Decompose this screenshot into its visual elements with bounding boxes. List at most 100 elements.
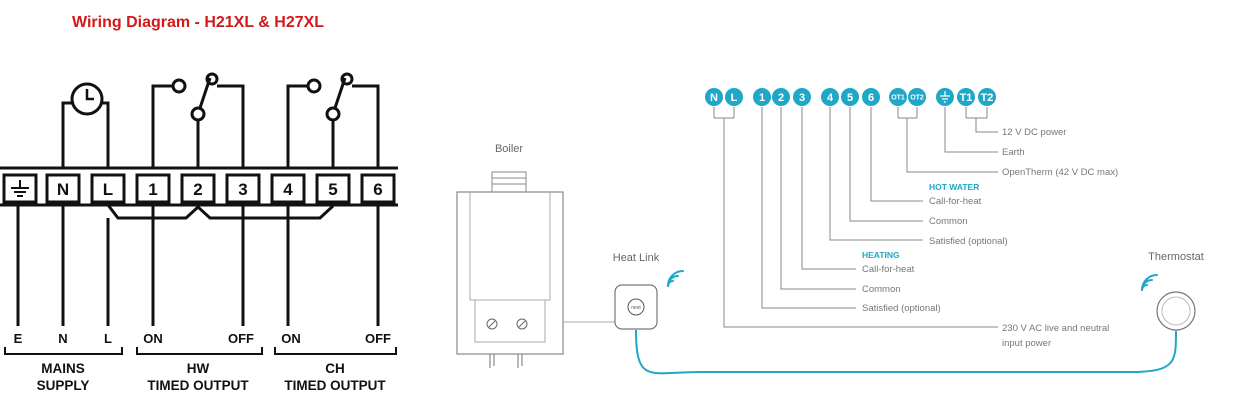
group-labels: MAINS SUPPLY HW TIMED OUTPUT CH TIMED OU… [37,361,387,393]
leader-1 [761,107,856,309]
wire-label-e: E [14,331,23,346]
terminal-2 [180,173,216,204]
wifi-icon [667,270,684,287]
section-heating: HEATING [862,250,900,260]
group-label-hw-timed: TIMED OUTPUT [147,378,249,393]
badge-5 [841,88,859,106]
badge-earth [936,88,954,106]
svg-text:3: 3 [799,92,805,104]
leader-lines [713,107,998,328]
terminal-6 [360,173,396,204]
leader-6 [870,107,923,202]
boiler-flue [491,171,527,193]
ch-contact-off [340,72,354,86]
leader-earth [944,107,998,153]
ch-contact-on [306,78,322,94]
thermostat-display [1161,296,1191,326]
clock-hands [85,89,94,101]
timeswitch-diagram [0,72,398,355]
clock-icon [70,82,104,116]
mains-bracket [4,347,123,355]
terminal-n [45,173,81,204]
leader-ot [897,107,998,173]
clock-wire-n [61,101,74,168]
terminal-labels: N L 1 2 3 4 5 6 [57,180,383,199]
heat-link-label: Heat Link [613,252,660,264]
wire-label-l: L [104,331,112,346]
hw-off-wire [217,84,245,168]
terminal-label-n: N [57,180,69,199]
wire-end-labels: E N L ON OFF ON OFF [14,331,391,346]
label-dc-power: 12 V DC power [1002,127,1066,138]
terminal-earth [2,173,38,204]
label-ht-common: Common [862,284,901,295]
svg-text:4: 4 [827,92,834,104]
heat-link: Heat Link nest [613,252,684,330]
hw-contact-off [205,72,219,86]
page-title: Wiring Diagram - H21XL & H27XL [72,14,324,31]
section-hot-water: HOT WATER [929,182,979,192]
ch-bracket [274,347,397,355]
label-hw-satisfied: Satisfied (optional) [929,236,1008,247]
ch-common-pivot [325,106,341,122]
boiler-panel [474,299,546,343]
badge-n [705,88,723,106]
thermostat-label: Thermostat [1148,251,1204,263]
terminal-label-2: 2 [193,180,202,199]
leader-5 [849,107,923,222]
thermostat-cable [635,329,1177,375]
leader-4 [829,107,923,241]
terminal-descriptions: 12 V DC power Earth OpenTherm (42 V DC m… [862,127,1118,349]
svg-text:OT1: OT1 [891,95,905,102]
badge-3 [793,88,811,106]
label-ht-satisfied: Satisfied (optional) [862,303,941,314]
terminal-label-3: 3 [238,180,247,199]
svg-text:5: 5 [847,92,853,104]
group-label-mains: MAINS [41,361,85,376]
wifi-icon-thermostat [1141,274,1158,291]
svg-text:N: N [710,92,718,104]
group-label-ch: CH [325,361,345,376]
hw-bracket [136,347,263,355]
label-earth: Earth [1002,147,1025,158]
label-ht-call: Call-for-heat [862,264,915,275]
badge-6 [862,88,880,106]
svg-text:OT2: OT2 [910,95,924,102]
group-label-ch-timed: TIMED OUTPUT [284,378,386,393]
badge-ot1 [889,88,907,106]
svg-text:6: 6 [868,92,874,104]
badge-t1 [957,88,975,106]
boiler-pipes [489,354,523,368]
wire-label-hw-off: OFF [228,331,254,346]
earth-badge-icon [940,91,950,103]
leader-nl [713,107,998,328]
group-label-hw: HW [187,361,210,376]
earth-icon [11,180,29,197]
badge-t2 [978,88,996,106]
label-ac-power-2: input power [1002,338,1051,349]
group-label-supply: SUPPLY [37,378,90,393]
terminal-label-4: 4 [283,180,293,199]
hw-common-pivot [190,106,206,122]
clock-wire-l [100,101,110,168]
leader-2 [780,107,856,290]
badge-4 [821,88,839,106]
badge-1 [753,88,771,106]
hw-on-wire [151,84,172,168]
label-hw-call: Call-for-heat [929,196,982,207]
ch-on-wire [286,84,307,168]
boiler: Boiler [456,143,615,368]
terminal-label-6: 6 [373,180,382,199]
terminal-l [90,173,126,204]
ch-off-wire [352,84,380,168]
terminal-3 [225,173,261,204]
svg-text:2: 2 [778,92,784,104]
wire-label-n: N [58,331,67,346]
boiler-label: Boiler [495,143,523,155]
svg-text:1: 1 [759,92,765,104]
thermostat: Thermostat [1141,251,1204,331]
svg-text:L: L [731,92,738,104]
nest-logo-text: nest [631,305,641,311]
label-opentherm: OpenTherm (42 V DC max) [1002,167,1118,178]
